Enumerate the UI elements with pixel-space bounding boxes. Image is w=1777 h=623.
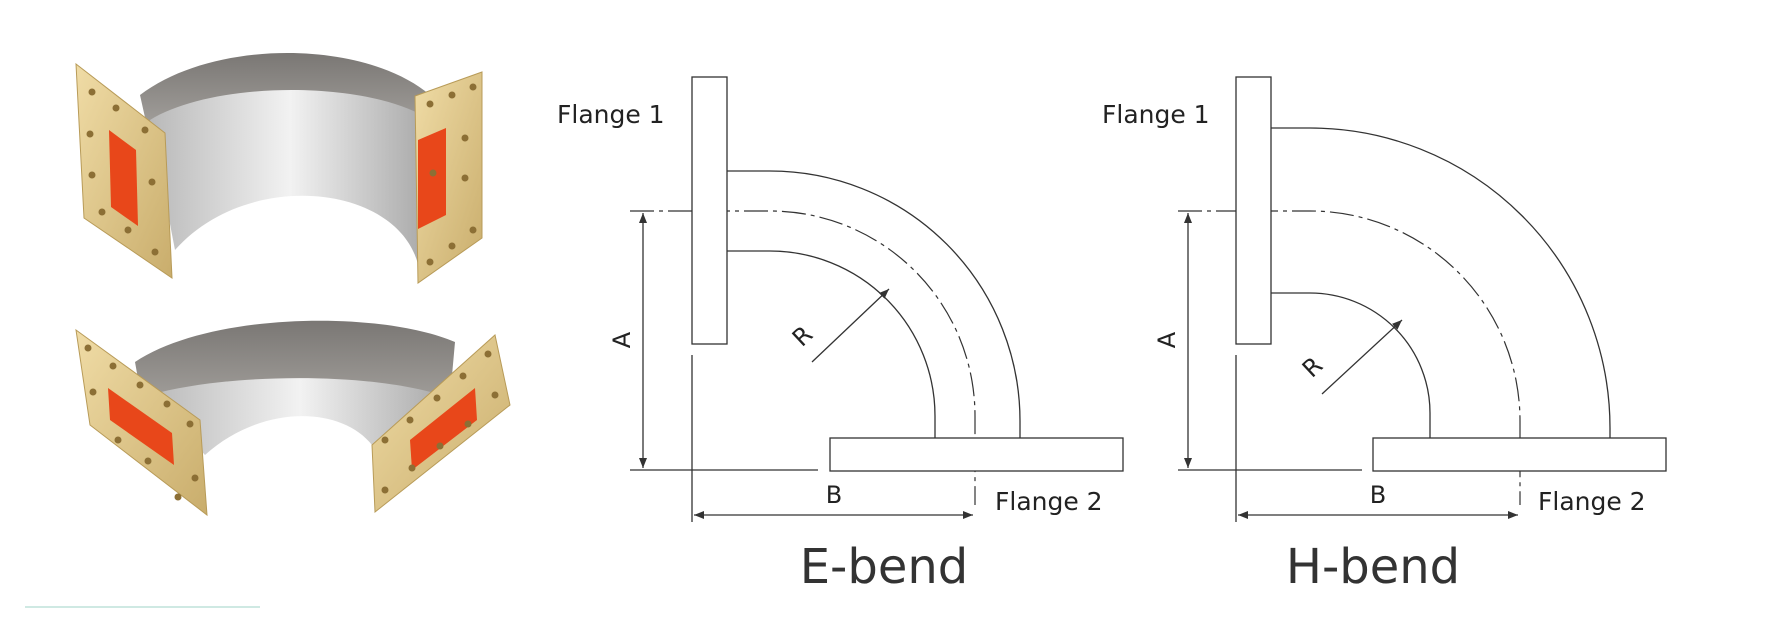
h-bend-caption: H-bend [1286,539,1460,595]
dimension-b-label: B [1370,481,1386,509]
center-line [1178,210,1521,505]
e-bend-caption: E-bend [800,539,969,595]
aperture-left [109,130,138,226]
dimension-r-label: R [1297,351,1328,383]
dimension-r-line [1321,319,1403,395]
dimension-a-label: A [608,331,636,348]
flange-2-label: Flange 2 [1538,487,1646,516]
outer-wall [1270,127,1611,438]
flange-2-rect [1372,437,1667,472]
bolt-holes-right [381,350,499,494]
dimension-b-label: B [826,481,842,509]
e-bend-photo [75,52,483,284]
flange-2-label: Flange 2 [995,487,1103,516]
aperture-left [108,388,174,465]
e-bend-diagram: Flange 1 Flange 2 A B R E-bend [557,76,1124,595]
flange-right [414,71,483,284]
bolt-holes-left [86,88,159,256]
aperture-right [418,128,446,229]
inner-wall [726,250,936,438]
flange-1-label: Flange 1 [557,100,665,129]
dimension-r-line [811,288,890,363]
flange-2-rect [829,437,1124,472]
dimension-r-label: R [787,320,818,352]
inner-wall [1270,292,1431,438]
flange-1-label: Flange 1 [1102,100,1210,129]
aperture-right [410,388,477,470]
bend-inner-surface [150,90,430,275]
bolt-holes-left [84,344,199,501]
outer-wall [726,170,1021,438]
bolt-holes-right [426,83,477,266]
flange-1-rect [691,76,728,345]
bend-inner-surface [150,378,450,455]
flange-1-rect [1235,76,1272,345]
center-line [630,210,976,505]
h-bend-photo [75,320,511,517]
dimension-a-label: A [1153,331,1181,348]
h-bend-diagram: Flange 1 Flange 2 A B R H-bend [1102,76,1667,595]
